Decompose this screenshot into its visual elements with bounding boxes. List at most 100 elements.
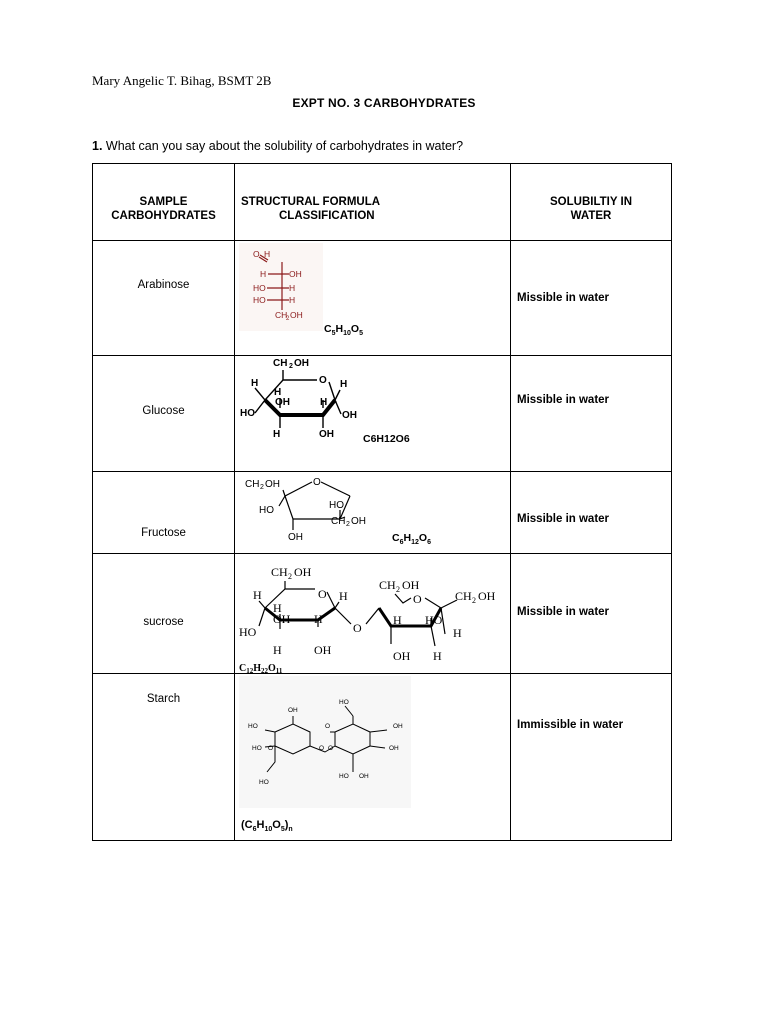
- svg-text:OH: OH: [389, 745, 399, 752]
- svg-text:H: H: [273, 429, 280, 440]
- svg-text:O: O: [319, 745, 324, 752]
- question-1: 1. What can you say about the solubility…: [92, 139, 463, 153]
- svg-text:H: H: [273, 643, 282, 657]
- svg-text:HO: HO: [253, 295, 266, 305]
- svg-text:2: 2: [396, 585, 400, 594]
- author-line: Mary Angelic T. Bihag, BSMT 2B: [92, 73, 272, 88]
- sample-name: Glucose: [92, 355, 235, 472]
- svg-text:OH: OH: [478, 589, 496, 603]
- svg-text:O: O: [325, 723, 330, 730]
- sample-name: Arabinose: [92, 240, 235, 356]
- svg-text:2: 2: [289, 363, 293, 370]
- svg-text:CH: CH: [273, 358, 287, 369]
- svg-text:H: H: [264, 249, 270, 259]
- svg-text:OH: OH: [290, 310, 303, 320]
- fructose-formula: C6H12O6: [392, 532, 431, 547]
- svg-text:OH: OH: [319, 429, 334, 440]
- sample-name: Starch: [92, 673, 235, 841]
- svg-text:H: H: [289, 295, 295, 305]
- question-number: 1.: [92, 139, 103, 153]
- solubility-value: Immissible in water: [510, 673, 672, 841]
- experiment-title: EXPT NO. 3 CARBOHYDRATES: [292, 96, 476, 110]
- svg-text:CH: CH: [455, 589, 472, 603]
- svg-text:OH: OH: [289, 269, 302, 279]
- svg-text:H: H: [253, 588, 262, 602]
- svg-text:HO: HO: [339, 699, 349, 706]
- svg-text:O: O: [313, 477, 321, 488]
- svg-text:O: O: [353, 621, 362, 635]
- svg-text:CH: CH: [271, 565, 288, 579]
- svg-text:OH: OH: [288, 532, 303, 543]
- svg-text:HO: HO: [252, 745, 262, 752]
- svg-text:2: 2: [288, 572, 292, 581]
- solubility-value: Missible in water: [510, 240, 672, 356]
- svg-text:2: 2: [260, 484, 264, 491]
- svg-text:HO: HO: [239, 625, 257, 639]
- svg-text:OH: OH: [402, 578, 420, 592]
- svg-text:OH: OH: [393, 723, 403, 730]
- starch-formula: (C6H10O5)n: [241, 819, 293, 834]
- svg-text:H: H: [289, 283, 295, 293]
- sample-name: Fructose: [92, 471, 235, 554]
- svg-text:2: 2: [286, 316, 290, 322]
- svg-text:HO: HO: [240, 408, 255, 419]
- svg-text:H: H: [274, 387, 281, 398]
- svg-text:2: 2: [346, 521, 350, 528]
- svg-text:CH: CH: [275, 310, 287, 320]
- question-text: What can you say about the solubility of…: [102, 139, 464, 153]
- svg-text:OH: OH: [294, 358, 309, 369]
- svg-text:HO: HO: [339, 773, 349, 780]
- solubility-value: Missible in water: [510, 471, 672, 554]
- svg-text:OH: OH: [314, 643, 332, 657]
- svg-text:OH: OH: [288, 707, 298, 714]
- svg-text:OH: OH: [265, 479, 280, 490]
- svg-text:HO: HO: [329, 500, 344, 511]
- svg-text:CH: CH: [331, 516, 345, 527]
- svg-text:H: H: [273, 601, 282, 615]
- svg-text:CH: CH: [245, 479, 259, 490]
- svg-text:OH: OH: [359, 773, 369, 780]
- svg-text:OH: OH: [294, 565, 312, 579]
- sample-name: sucrose: [92, 553, 235, 674]
- svg-text:OH: OH: [342, 410, 357, 421]
- svg-text:H: H: [260, 269, 266, 279]
- svg-text:HO: HO: [259, 505, 274, 516]
- glucose-formula: C6H12O6: [363, 433, 410, 445]
- svg-text:H: H: [251, 378, 258, 389]
- svg-text:OH: OH: [351, 516, 366, 527]
- svg-text:H: H: [339, 589, 348, 603]
- svg-text:O: O: [413, 592, 422, 606]
- svg-text:H: H: [393, 613, 402, 627]
- svg-text:C12H22O11: C12H22O11: [239, 663, 283, 674]
- svg-text:H: H: [453, 626, 462, 640]
- svg-text:2: 2: [472, 596, 476, 605]
- svg-text:OH: OH: [393, 649, 411, 663]
- svg-text:O: O: [253, 249, 260, 259]
- svg-text:OH: OH: [275, 397, 290, 408]
- svg-text:O: O: [268, 745, 273, 752]
- svg-text:H: H: [340, 379, 347, 390]
- svg-text:HO: HO: [253, 283, 266, 293]
- solubility-value: Missible in water: [510, 355, 672, 472]
- arabinose-formula: C5H10O5: [324, 323, 363, 338]
- svg-text:O: O: [319, 375, 327, 386]
